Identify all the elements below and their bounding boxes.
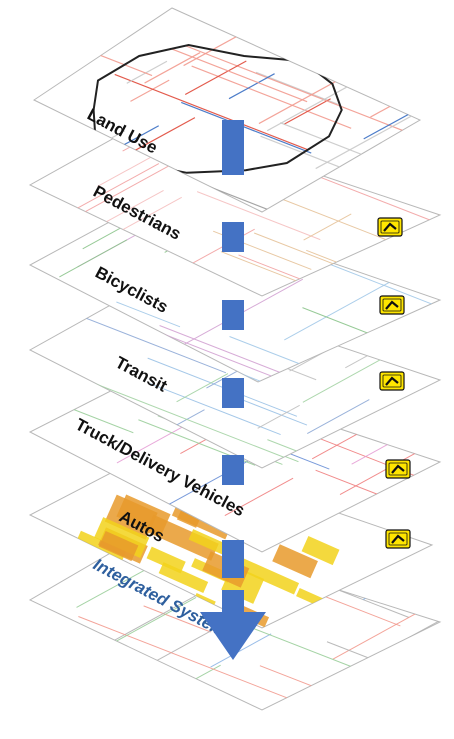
truck-sign-icon [385,459,411,479]
layer-plate [28,449,434,629]
arrow-shaft-segment [222,300,244,330]
arrow-shaft-segment [222,590,244,614]
pedestrian-sign-icon [377,217,403,237]
layer-transit: Transit [28,282,442,469]
arrow-shaft-segment [222,378,244,408]
flow-arrow [200,120,266,660]
bicycle-sign-icon [379,295,405,315]
arrow-shaft-segment [222,540,244,578]
layer-plate [28,282,442,469]
arrow-head [200,612,266,660]
layer-plate [28,117,442,297]
car-sign-icon [385,529,411,549]
arrow-shaft-segment [222,120,244,175]
layer-plate [28,199,442,383]
arrow-shaft-segment [222,455,244,485]
arrow-shaft-segment [222,222,244,252]
bus-sign-icon [379,371,405,391]
